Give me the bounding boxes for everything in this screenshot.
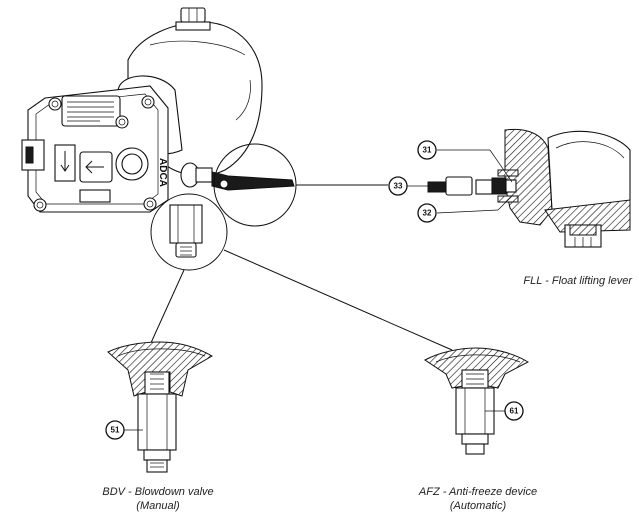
svg-text:33: 33 (394, 182, 403, 191)
svg-text:61: 61 (510, 407, 519, 416)
zoom-circle-bottom (150, 193, 228, 271)
caption-afz-title: AFZ - Anti-freeze device (418, 486, 537, 498)
callout-32: 32 (417, 203, 437, 223)
callout-51: 51 (105, 420, 125, 440)
caption-afz-subtitle: (Automatic) (450, 500, 507, 512)
caption-bdv-title: BDV - Blowdown valve (102, 486, 213, 498)
steam-trap-assembly: ADCA (21, 7, 295, 258)
fll-detail (427, 128, 631, 248)
brand-label: ADCA (157, 158, 168, 187)
afz-detail (424, 347, 530, 455)
caption-fll: FLL - Float lifting lever (523, 275, 633, 287)
svg-text:31: 31 (423, 146, 432, 155)
svg-text:32: 32 (423, 209, 432, 218)
callout-61: 61 (504, 401, 524, 421)
bdv-detail (107, 341, 214, 473)
callout-33: 33 (388, 176, 408, 196)
svg-text:51: 51 (111, 426, 120, 435)
callout-31: 31 (417, 140, 437, 160)
caption-bdv-subtitle: (Manual) (136, 500, 180, 512)
